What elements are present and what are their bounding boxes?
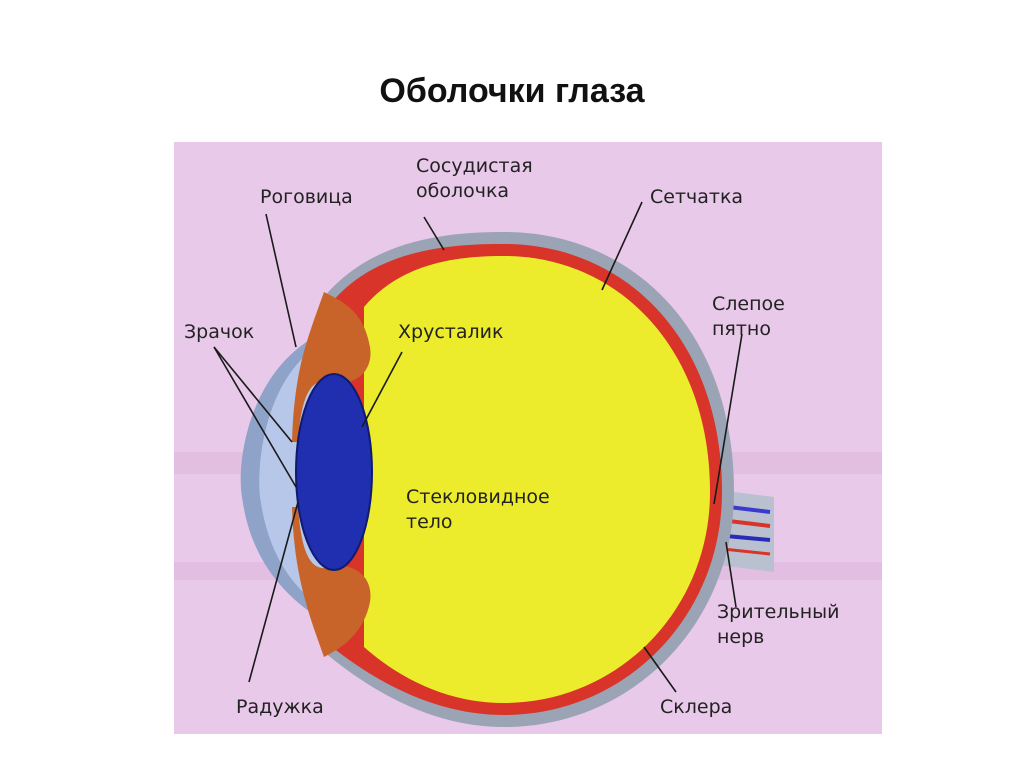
label-cornea: Роговица: [260, 186, 353, 208]
label-sclera: Склера: [660, 696, 733, 718]
pointer-lines: [213, 201, 743, 693]
label-blind-spot: Слепое пятно: [712, 293, 785, 340]
label-choroid: Сосудистая оболочка: [416, 155, 533, 202]
vitreous-body-shape: [364, 256, 710, 703]
iris-top: [292, 292, 371, 442]
label-optic-nerve: Зрительный нерв: [717, 601, 840, 648]
eye-illustration: [174, 201, 882, 727]
label-vitreous-body: Стекловидное тело: [406, 486, 550, 533]
slide-title: Оболочки глаза: [379, 72, 645, 110]
label-retina: Сетчатка: [650, 186, 744, 208]
label-lens: Хрусталик: [398, 321, 504, 343]
label-pupil: Зрачок: [184, 321, 255, 343]
iris-bottom: [292, 507, 371, 657]
eye-diagram: Роговица Сосудистая оболочка Сетчатка Зр…: [174, 142, 882, 734]
label-iris: Радужка: [236, 696, 324, 718]
lens-shape: [295, 373, 373, 571]
